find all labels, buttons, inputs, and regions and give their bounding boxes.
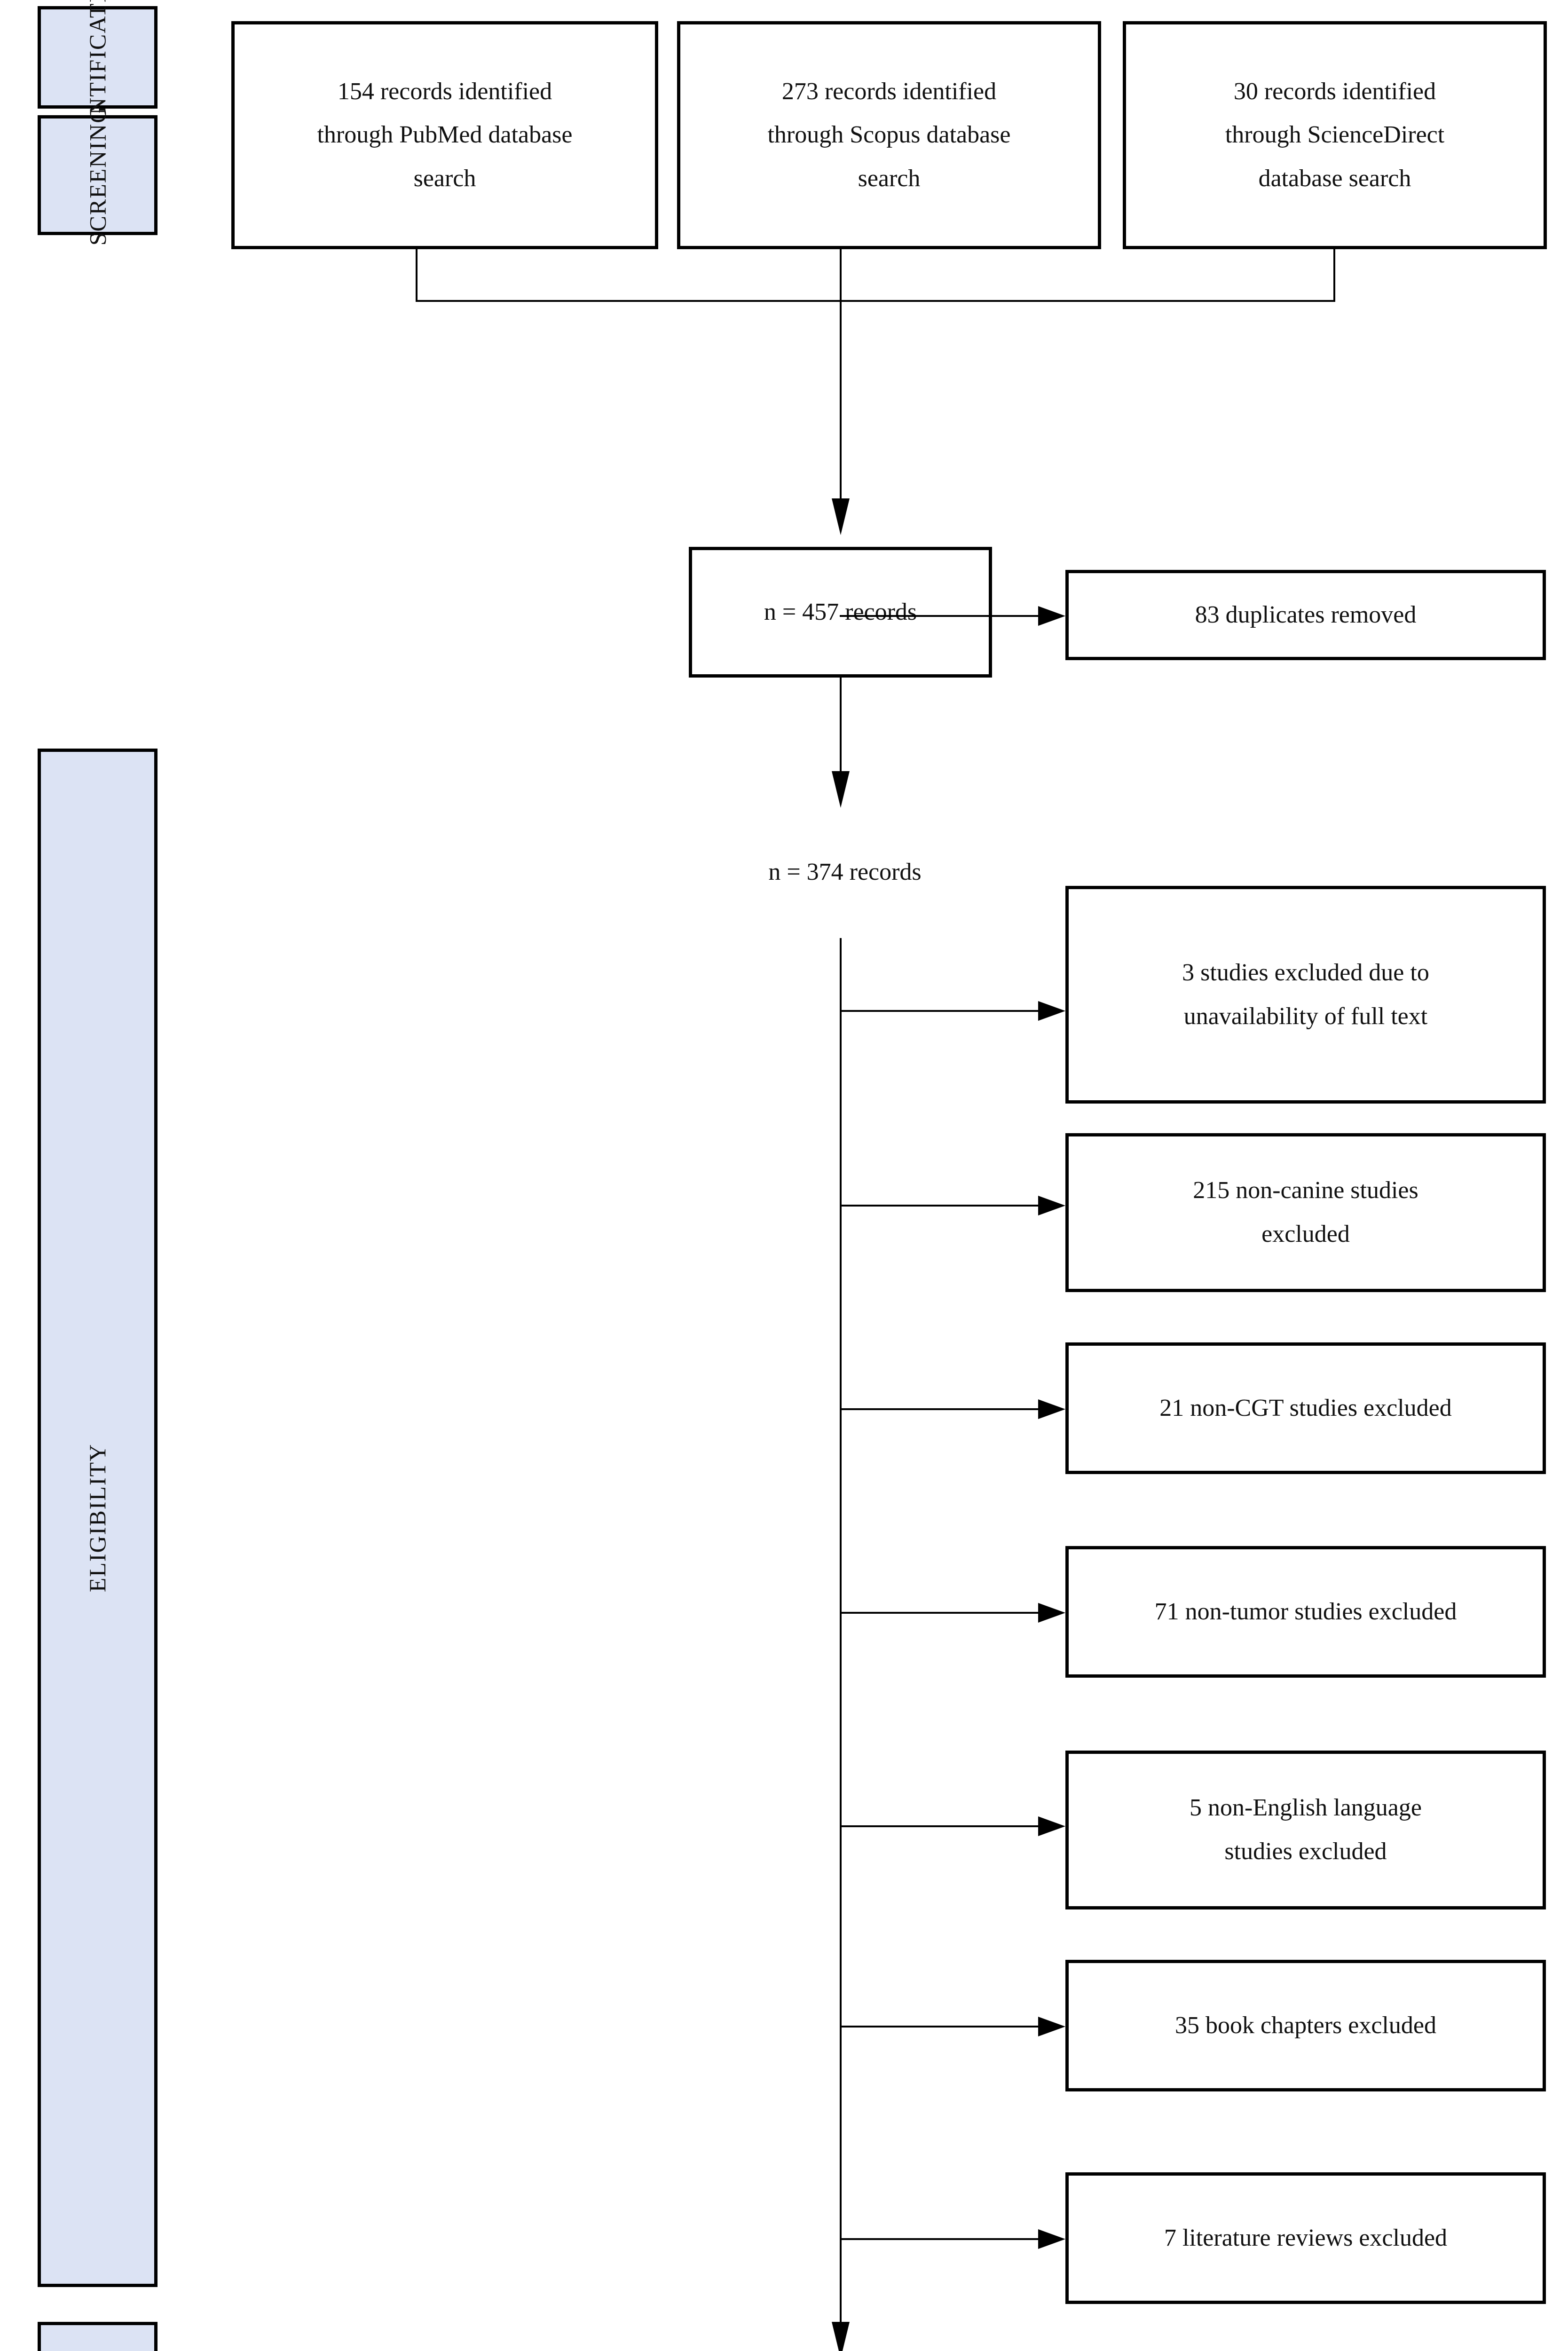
exclusion-box-lit-reviews: 7 literature reviews excluded <box>1065 2172 1546 2304</box>
arrowhead-to-lit-reviews <box>1038 2229 1065 2249</box>
connector-pubmed-drop <box>416 249 418 301</box>
arrowhead-to-book-chapters <box>1038 2017 1065 2036</box>
arrowhead-to-included <box>832 2322 850 2351</box>
exclusion-box-non-canine: 215 non-canine studies excluded <box>1065 1133 1546 1292</box>
stage-label-screening: SCREENING <box>84 105 111 245</box>
connector-branch-non-english <box>840 1825 1040 1827</box>
exclusion-text-non-english: 5 non-English language studies excluded <box>1190 1794 1422 1865</box>
connector-branch-book-chapters <box>840 2026 1040 2028</box>
connector-sciencedirect-drop <box>1333 249 1335 301</box>
connector-branch-duplicates <box>840 615 1040 617</box>
arrowhead-to-records-457 <box>832 498 850 535</box>
connector-branch-lit-reviews <box>840 2238 1040 2240</box>
total-box-records-457: n = 457 records <box>689 547 992 678</box>
connector-merge-bar <box>416 300 1335 302</box>
exclusion-text-non-cgt: 21 non-CGT studies excluded <box>1159 1395 1452 1422</box>
total-text-records-374-value: n = 374 records <box>768 858 922 885</box>
exclusion-box-non-cgt: 21 non-CGT studies excluded <box>1065 1342 1546 1474</box>
connector-branch-non-tumor <box>840 1612 1040 1614</box>
source-text-sciencedirect: 30 records identified through ScienceDir… <box>1225 78 1445 192</box>
connector-branch-non-cgt <box>840 1408 1040 1410</box>
total-text-records-457: n = 457 records <box>764 598 917 625</box>
stage-box-screening: SCREENING <box>38 105 158 245</box>
connector-scopus-drop <box>840 249 842 301</box>
connector-merge-stem <box>840 300 842 500</box>
arrowhead-to-non-english <box>1038 1816 1065 1836</box>
exclusion-text-lit-reviews: 7 literature reviews excluded <box>1164 2225 1448 2252</box>
exclusion-text-non-canine: 215 non-canine studies excluded <box>1193 1177 1418 1247</box>
source-text-scopus: 273 records identified through Scopus da… <box>767 78 1011 192</box>
connector-457-to-374 <box>840 678 842 787</box>
arrowhead-to-non-canine <box>1038 1196 1065 1215</box>
source-box-sciencedirect: 30 records identified through ScienceDir… <box>1123 21 1547 249</box>
exclusion-box-duplicates-removed: 83 duplicates removed <box>1065 570 1546 660</box>
exclusion-box-book-chapters: 35 book chapters excluded <box>1065 1960 1546 2091</box>
stage-box-eligibility: ELIGIBILITY <box>38 749 158 2287</box>
exclusion-box-no-full-text: 3 studies excluded due to unavailability… <box>1065 886 1546 1104</box>
exclusion-text-non-tumor: 71 non-tumor studies excluded <box>1154 1598 1457 1625</box>
connector-branch-no-full-text <box>840 1010 1040 1012</box>
stage-box-included: INCLUDED <box>38 2322 158 2351</box>
stage-box-identification: IDENTIFICATION <box>38 0 158 157</box>
source-box-pubmed: 154 records identified through PubMed da… <box>231 21 658 249</box>
source-box-scopus: 273 records identified through Scopus da… <box>677 21 1101 249</box>
arrowhead-to-records-374 <box>832 771 850 808</box>
total-box-records-374-overlay: n = 374 records <box>692 806 998 938</box>
exclusion-text-no-full-text: 3 studies excluded due to unavailability… <box>1182 959 1429 1030</box>
arrowhead-to-non-tumor <box>1038 1603 1065 1623</box>
exclusion-box-non-tumor: 71 non-tumor studies excluded <box>1065 1546 1546 1678</box>
source-text-pubmed: 154 records identified through PubMed da… <box>317 78 573 192</box>
connector-eligibility-spine <box>840 938 842 2351</box>
connector-branch-non-canine <box>840 1205 1040 1207</box>
arrowhead-to-no-full-text <box>1038 1001 1065 1021</box>
arrowhead-to-non-cgt <box>1038 1399 1065 1419</box>
arrowhead-to-duplicates-removed <box>1038 606 1065 626</box>
exclusion-box-non-english: 5 non-English language studies excluded <box>1065 1751 1546 1909</box>
exclusion-text-duplicates-removed: 83 duplicates removed <box>1195 601 1417 628</box>
exclusion-text-book-chapters: 35 book chapters excluded <box>1175 2012 1436 2039</box>
stage-label-eligibility: ELIGIBILITY <box>84 1443 111 1593</box>
